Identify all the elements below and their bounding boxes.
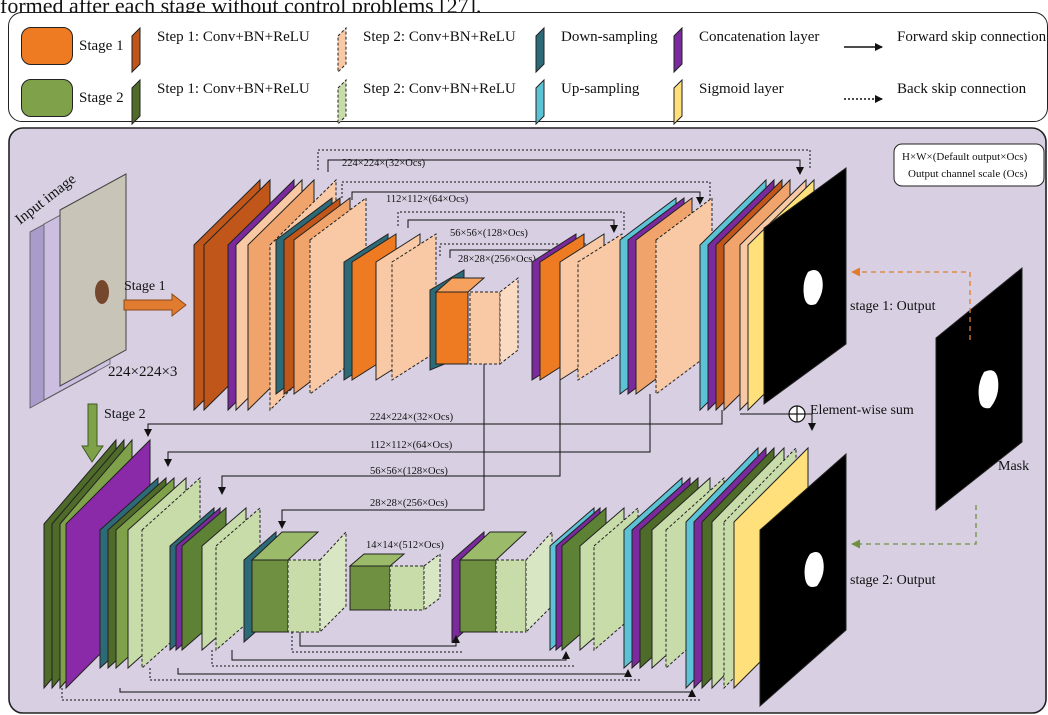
legend-stage1-label: Stage 1 [79, 37, 124, 54]
mid-dim-3: 56×56×(128×Ocs) [370, 466, 448, 477]
stage2-output-label: stage 2: Output [850, 573, 936, 588]
stage-connectors [144, 364, 816, 529]
element-sum-label: Element-wise sum [810, 403, 914, 418]
stage1-output-label: stage 1: Output [850, 299, 936, 314]
legend-box: Stage 1 Stage 2 Step 1: Conv+BN+ReLU Ste… [8, 12, 1048, 122]
legend-back-label: Back skip connection [897, 81, 1027, 97]
input-size-label: 224×224×3 [108, 364, 177, 380]
stage1-output-blob [803, 270, 823, 305]
stage2-skip-connections [61, 632, 700, 701]
legend-s1-step2: Step 2: Conv+BN+ReLU [363, 29, 516, 46]
input-image [29, 173, 127, 409]
legend-down-label: Down-sampling [561, 29, 658, 45]
legend-back: Back skip connection [897, 81, 1026, 98]
mask-blob [978, 370, 999, 409]
legend-s2-step2: Step 2: Conv+BN+ReLU [363, 81, 516, 98]
stage2-output-map [759, 452, 847, 708]
stage2-swatch [21, 79, 73, 117]
s1-dim-4: 28×28×(256×Ocs) [458, 254, 536, 265]
mid-dim-1: 224×224×(32×Ocs) [370, 412, 454, 423]
legend-concat: Concatenation layer [699, 29, 819, 46]
legend-slab-icons [131, 26, 883, 126]
legend-s1-step2-label: Step 2: Conv+BN+ReLU [363, 29, 516, 45]
legend-forward-label: Forward skip connection [897, 29, 1047, 45]
info-line1: H×W×(Default output×Ocs) [902, 151, 1028, 163]
stage2-network [43, 438, 809, 690]
info-line2: Output channel scale (Ocs) [908, 168, 1028, 180]
mask-to-stage1-arrow [851, 267, 971, 340]
legend-s2-step1: Step 1: Conv+BN+ReLU [157, 81, 310, 98]
stage1-swatch [21, 27, 73, 65]
legend-s1-step1: Step 1: Conv+BN+ReLU [157, 29, 310, 46]
legend-sigmoid-label: Sigmoid layer [699, 81, 784, 97]
s1-dim-1: 224×224×(32×Ocs) [342, 158, 426, 169]
legend-concat-label: Concatenation layer [699, 29, 820, 45]
stage1-arrow-label: Stage 1 [124, 279, 166, 294]
stage2-arrow [81, 403, 104, 463]
mask-label: Mask [998, 459, 1029, 474]
legend-down: Down-sampling [561, 29, 658, 46]
legend-s2-step1-label: Step 1: Conv+BN+ReLU [157, 81, 310, 97]
legend-stage2: Stage 2 [21, 79, 124, 117]
legend-s1-step1-label: Step 1: Conv+BN+ReLU [157, 29, 310, 45]
stage2-output-blob [804, 552, 824, 587]
legend-sigmoid: Sigmoid layer [699, 81, 784, 98]
s1-dim-3: 56×56×(128×Ocs) [450, 228, 528, 239]
legend-forward: Forward skip connection [897, 29, 1046, 46]
legend-stage2-label: Stage 2 [79, 89, 124, 106]
stage2-arrow-label: Stage 2 [104, 407, 146, 422]
s1-dim-2: 112×112×(64×Ocs) [386, 194, 469, 205]
info-box [893, 143, 1045, 187]
mask-to-stage2-arrow [851, 505, 977, 549]
mid-dim-2: 112×112×(64×Ocs) [370, 440, 453, 451]
legend-up: Up-sampling [561, 81, 639, 98]
mid-dim-4: 28×28×(256×Ocs) [370, 498, 448, 509]
stage1-arrow [123, 292, 187, 318]
legend-up-label: Up-sampling [561, 81, 640, 97]
legend-stage1: Stage 1 [21, 27, 124, 65]
legend-s2-step2-label: Step 2: Conv+BN+ReLU [363, 81, 516, 97]
s2-bottom-dim: 14×14×(512×Ocs) [366, 540, 444, 551]
